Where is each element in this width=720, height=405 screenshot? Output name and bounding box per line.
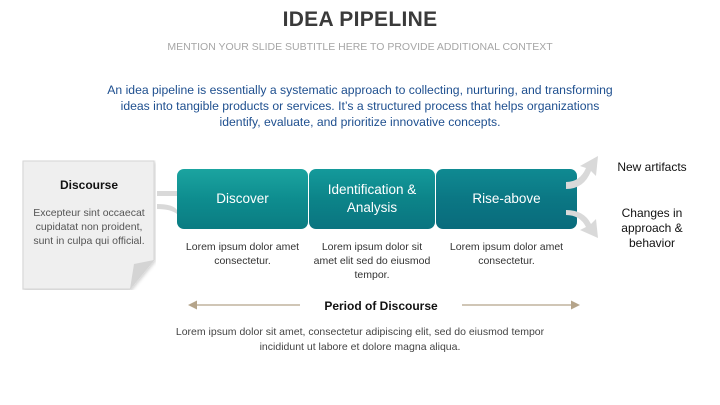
stage-label: Identification & Analysis bbox=[327, 182, 417, 215]
down-right-arrow-icon bbox=[566, 210, 598, 238]
stage-label: Rise-above bbox=[472, 191, 541, 206]
stage-identification-analysis: Identification & Analysis bbox=[309, 169, 435, 229]
stage-description: Lorem ipsum dolor sit amet elit sed do e… bbox=[313, 241, 431, 281]
period-description: Lorem ipsum dolor sit amet, consectetur … bbox=[175, 326, 545, 353]
period-label: Period of Discourse bbox=[300, 299, 462, 313]
stage-description: Lorem ipsum dolor amet consectetur. bbox=[185, 241, 300, 267]
discourse-note-card: Discourse Excepteur sint occaecat cupida… bbox=[22, 160, 156, 290]
right-arrowhead-icon bbox=[571, 300, 580, 310]
stage-description: Lorem ipsum dolor amet consectetur. bbox=[449, 241, 564, 267]
slide-title: IDEA PIPELINE bbox=[282, 8, 438, 31]
slide-subtitle: MENTION YOUR SLIDE SUBTITLE HERE TO PROV… bbox=[167, 41, 553, 53]
note-card-shape bbox=[22, 160, 155, 290]
left-arrowhead-icon bbox=[188, 300, 197, 310]
stage-discover: Discover bbox=[177, 169, 308, 229]
intro-paragraph: An idea pipeline is essentially a system… bbox=[107, 83, 613, 129]
output-new-artifacts: New artifacts bbox=[617, 160, 687, 174]
output-split-arrows bbox=[566, 156, 598, 238]
stage-label: Discover bbox=[216, 191, 269, 206]
note-title: Discourse bbox=[59, 178, 119, 192]
up-right-arrow-icon bbox=[566, 156, 598, 189]
stage-rise-above: Rise-above bbox=[436, 169, 577, 229]
output-changes: Changes in approach & behavior bbox=[621, 206, 683, 250]
note-body: Excepteur sint occaecat cupidatat non pr… bbox=[33, 207, 145, 247]
